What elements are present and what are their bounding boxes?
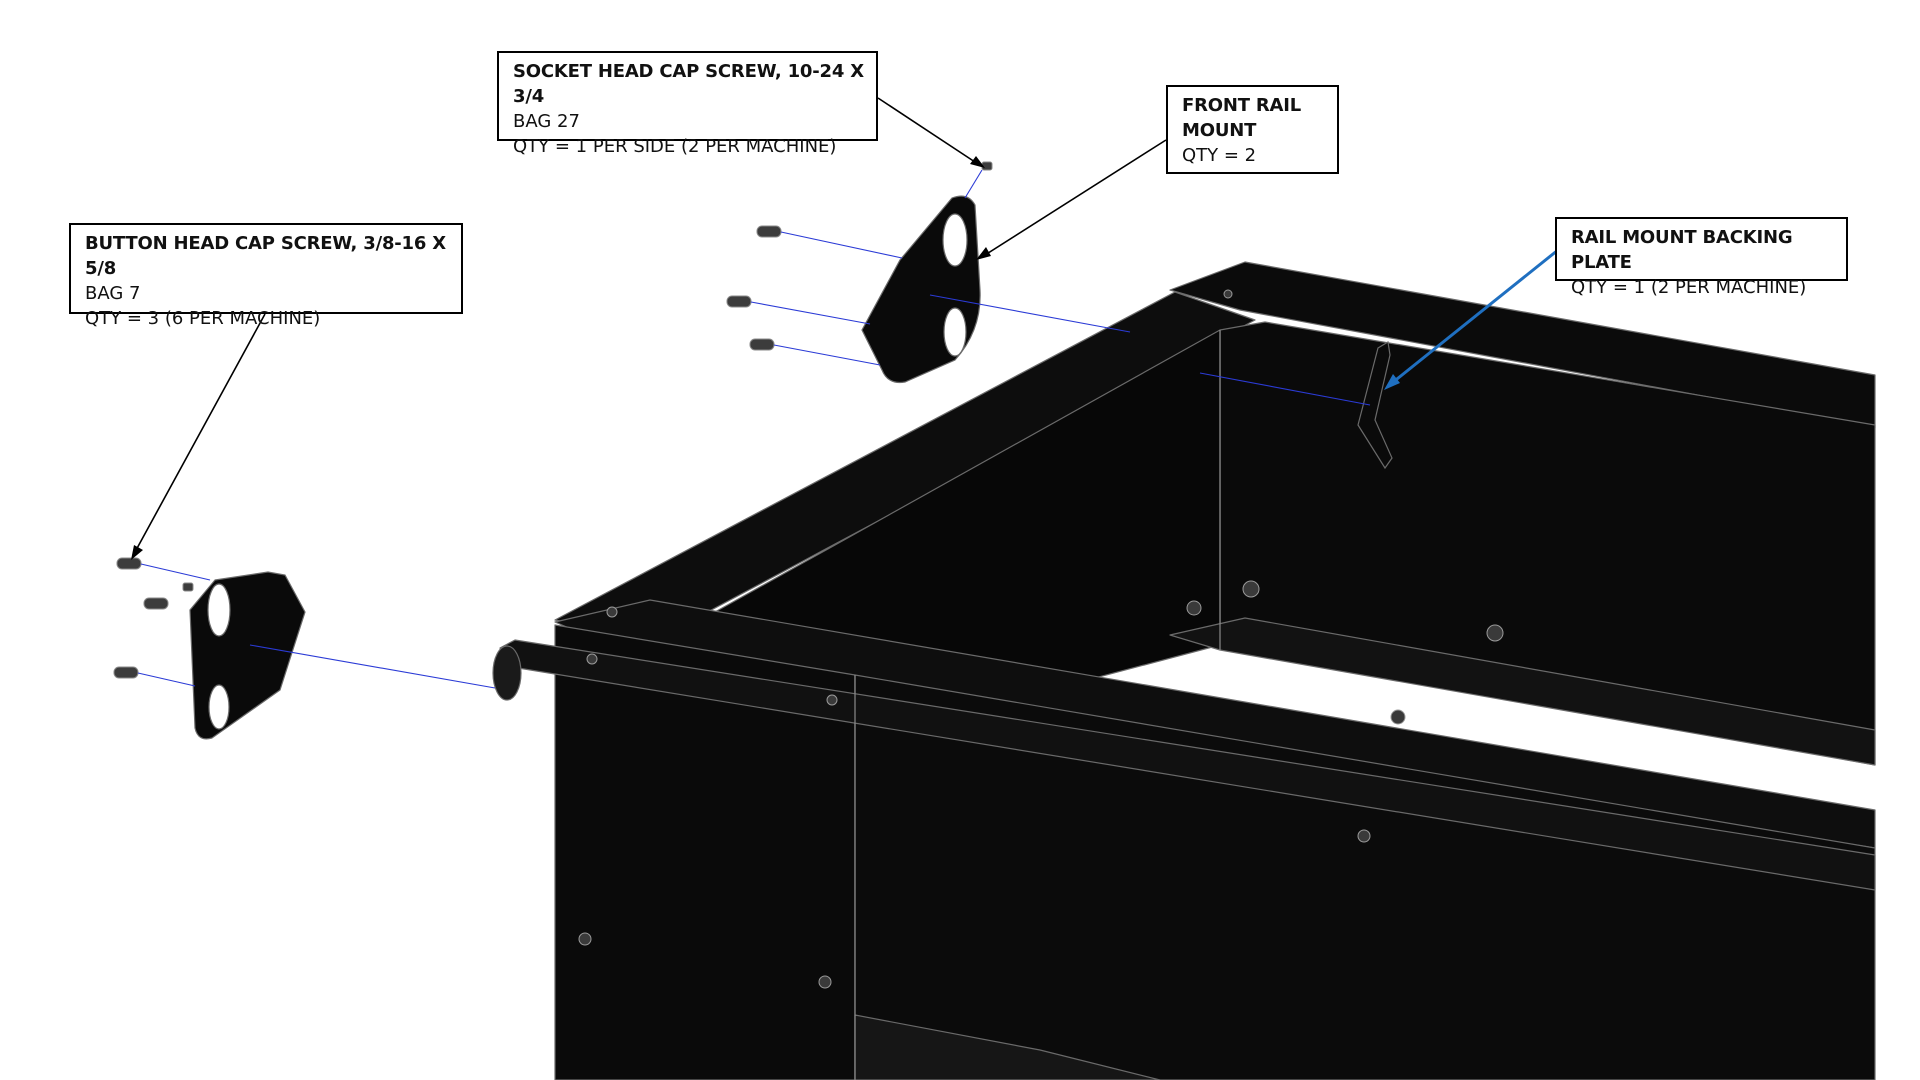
explode-lines [137,169,1371,689]
mount-hole-lower [943,307,967,357]
frame-hardware [578,289,1504,989]
frame-hole [586,653,598,665]
button-screw [113,666,139,679]
button-screw [749,338,775,351]
frame-nut [1486,624,1504,642]
machine-frame [492,261,1876,1080]
leader-backing-arrowhead [1384,374,1400,390]
explode-line [137,672,196,687]
callout-qty: QTY = 1 (2 PER MACHINE) [1571,277,1807,298]
callout-qty: QTY = 2 [1182,145,1257,166]
frame-hole [606,606,618,618]
rail-mount-backing-plate [1357,341,1393,470]
callout-title: BUTTON HEAD CAP SCREW, 3/8-16 X 5/8 [85,233,446,279]
button-screw [143,597,169,610]
callout-title-line1: FRONT RAIL [1182,95,1302,116]
frame-hole [578,932,592,946]
callout-title: RAIL MOUNT BACKING PLATE [1571,227,1793,273]
frame-hole [818,975,832,989]
button-screw [116,557,142,570]
mount-hole-upper [207,583,231,637]
front-rail-mount-lower [189,571,306,740]
screws [113,161,993,679]
frame-hole [826,694,838,706]
callout-front-rail-mount: FRONT RAIL MOUNT QTY = 2 [1166,85,1339,174]
front-rail-tube-end [492,645,522,701]
mount-hole-lower [208,684,230,730]
explode-line [929,294,1131,333]
leader-button-arrowhead [131,545,143,560]
leader-lines [131,97,1559,560]
front-rail-mount-upper [861,195,981,384]
leader-button-screw [134,313,266,553]
explode-line [773,344,881,366]
leader-front-rail-arrowhead [976,247,991,260]
mount-hole-upper [942,213,968,267]
explode-line [964,169,983,199]
callout-button-head-cap-screw: BUTTON HEAD CAP SCREW, 3/8-16 X 5/8 BAG … [69,223,463,329]
inner-bottom-bar [1169,617,1876,766]
front-face-panel [554,624,856,1080]
leader-socket-arrowhead [970,156,985,168]
button-screw [756,225,782,238]
callout-qty: QTY = 1 PER SIDE (2 PER MACHINE) [513,136,837,157]
socket-screw [182,582,194,592]
explode-line [140,563,211,581]
callout-bag: BAG 27 [513,111,580,132]
back-top-rail [1169,261,1876,429]
leader-socket-screw [877,97,979,165]
frame-hole [1223,289,1233,299]
callout-socket-head-cap-screw: SOCKET HEAD CAP SCREW, 10-24 X 3/4 BAG 2… [497,51,878,157]
frame-nut [1390,709,1406,725]
explode-line [780,231,903,259]
callout-title: SOCKET HEAD CAP SCREW, 10-24 X 3/4 [513,61,864,107]
frame-hole [1357,829,1371,843]
callout-bag: BAG 7 [85,283,141,304]
callout-rail-mount-backing-plate: RAIL MOUNT BACKING PLATE QTY = 1 (2 PER … [1555,217,1848,298]
frame-nut [1242,580,1260,598]
callout-qty: QTY = 3 (6 PER MACHINE) [85,308,321,329]
leader-front-rail-mount [984,139,1167,256]
button-screw [726,295,752,308]
explode-line [750,301,871,325]
explode-line [1199,372,1371,406]
frame-nut [1186,600,1202,616]
leader-backing-plate [1391,248,1559,385]
explode-line [249,644,496,689]
callout-title-line2: MOUNT [1182,120,1257,141]
